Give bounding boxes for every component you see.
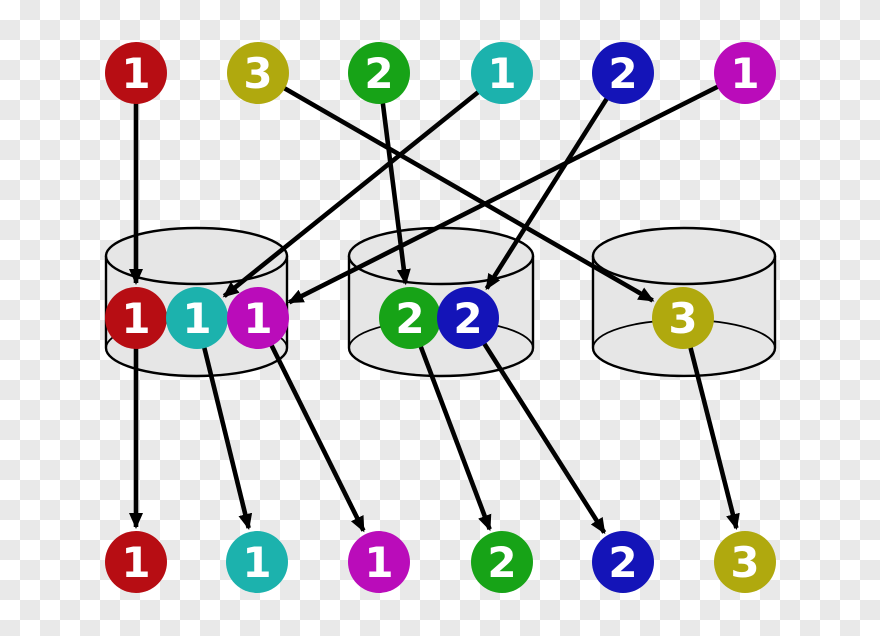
node-circle-t4 [471, 42, 533, 104]
node-circle-t6 [714, 42, 776, 104]
arrow-m6-to-b6 [680, 317, 740, 531]
node-top-red: 1 [105, 42, 167, 104]
node-top-blue: 2 [592, 42, 654, 104]
arrow-t5-to-m5 [484, 71, 625, 291]
node-top-olive: 3 [227, 42, 289, 104]
node-bottom-magenta: 1 [348, 531, 410, 593]
node-top-green: 2 [348, 42, 410, 104]
node-circle-b3 [348, 531, 410, 593]
arrows-layer [129, 70, 747, 535]
node-bottom-green: 2 [471, 531, 533, 593]
node-circle-b6 [714, 531, 776, 593]
node-bottom-red: 1 [105, 531, 167, 593]
node-middle-teal: 1 [166, 287, 228, 349]
node-bottom-olive: 3 [714, 531, 776, 593]
node-top-magenta: 1 [714, 42, 776, 104]
node-middle-olive: 3 [652, 287, 714, 349]
node-top-teal: 1 [471, 42, 533, 104]
arrow-t4-to-m2 [222, 71, 504, 298]
node-circle-t5 [592, 42, 654, 104]
arrow-m4-to-b4 [407, 317, 492, 532]
arrow-m5-to-b5 [466, 316, 607, 535]
node-circle-m6 [652, 287, 714, 349]
node-bottom-blue: 2 [592, 531, 654, 593]
node-middle-green: 2 [379, 287, 441, 349]
node-middle-magenta: 1 [227, 287, 289, 349]
node-circle-m3 [227, 287, 289, 349]
bucket-3-top-rim [591, 226, 777, 286]
arrow-m2-to-b2 [194, 317, 253, 530]
node-middle-red: 1 [105, 287, 167, 349]
node-circle-b5 [592, 531, 654, 593]
node-circle-t1 [105, 42, 167, 104]
arrow-m3-to-b3 [255, 316, 366, 533]
node-circle-m4 [379, 287, 441, 349]
node-circle-t2 [227, 42, 289, 104]
node-circle-m2 [166, 287, 228, 349]
arrow-t2-to-m6 [256, 71, 655, 303]
arrow-t6-to-m3 [287, 70, 747, 305]
node-bottom-teal: 1 [226, 531, 288, 593]
node-circle-b1 [105, 531, 167, 593]
bucket-1-top-rim [104, 226, 289, 286]
node-circle-m1 [105, 287, 167, 349]
bucket-2-cylinder [347, 226, 535, 378]
node-middle-blue: 2 [437, 287, 499, 349]
node-circle-t3 [348, 42, 410, 104]
node-circle-b4 [471, 531, 533, 593]
node-circle-m5 [437, 287, 499, 349]
node-circle-b2 [226, 531, 288, 593]
